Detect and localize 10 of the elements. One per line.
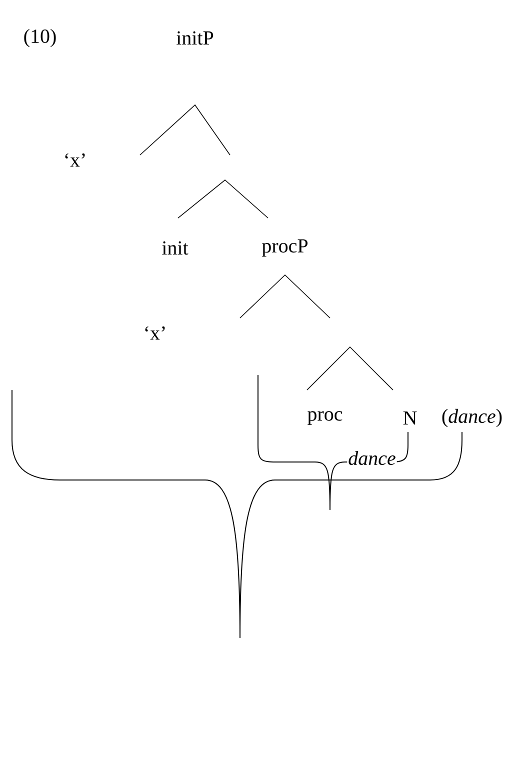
label: (dance) [440, 408, 504, 428]
label: dance [347, 450, 397, 466]
tree-label: procP [262, 239, 308, 257]
tree-label: init [162, 241, 188, 255]
tree-label: initP [176, 31, 214, 45]
tree-label: N [403, 411, 417, 425]
tree-label: ‘x’ [145, 326, 165, 340]
tree-label: proc [308, 411, 342, 425]
tree-label: ‘x’ [65, 153, 85, 167]
label: (10) [22, 28, 58, 48]
